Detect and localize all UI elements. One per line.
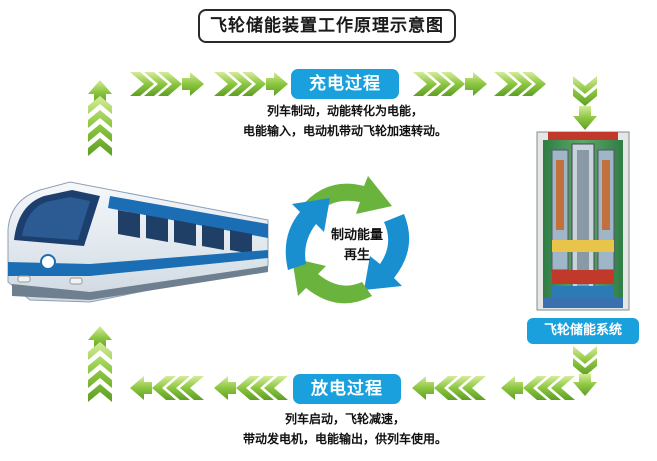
chevron-arrow-icon bbox=[412, 376, 486, 400]
discharge-description-line1: 列车启动，飞轮减速， bbox=[284, 412, 405, 426]
chevron-arrow-icon bbox=[494, 72, 546, 96]
charge-process-label: 充电过程 bbox=[291, 69, 399, 99]
charge-description-line2: 电能输入，电动机带动飞轮加速转动。 bbox=[242, 124, 447, 138]
chevron-arrow-icon bbox=[573, 76, 597, 130]
chevron-arrow-icon bbox=[88, 326, 112, 402]
discharge-description: 列车启动，飞轮减速， 带动发电机，电能输出，供列车使用。 bbox=[205, 409, 485, 449]
discharge-process-label: 放电过程 bbox=[293, 374, 401, 404]
center-cycle-label: 制动能量 再生 bbox=[317, 226, 397, 266]
charge-description: 列车制动，动能转化为电能， 电能输入，电动机带动飞轮加速转动。 bbox=[205, 101, 485, 141]
chevron-arrow-icon bbox=[88, 80, 112, 156]
page-title: 飞轮储能装置工作原理示意图 bbox=[198, 9, 456, 43]
flywheel-system-illustration bbox=[536, 131, 630, 311]
discharge-description-line2: 带动发电机，电能输出，供列车使用。 bbox=[242, 432, 447, 446]
bottom-arrow-row bbox=[130, 376, 575, 400]
charge-description-line1: 列车制动，动能转化为电能， bbox=[266, 104, 423, 118]
chevron-arrow-icon bbox=[214, 72, 288, 96]
chevron-arrow-icon bbox=[501, 376, 575, 400]
cycle-arrows-icon bbox=[285, 176, 410, 304]
train-illustration bbox=[7, 181, 269, 303]
chevron-arrow-icon bbox=[130, 376, 204, 400]
chevron-arrow-icon bbox=[214, 376, 288, 400]
chevron-arrow-icon bbox=[130, 72, 204, 96]
top-arrow-row bbox=[130, 72, 546, 96]
center-label-line2: 再生 bbox=[343, 248, 370, 263]
flywheel-system-label: 飞轮储能系统 bbox=[527, 318, 639, 344]
chevron-arrow-icon bbox=[413, 72, 487, 96]
chevron-arrow-icon bbox=[573, 346, 597, 396]
center-label-line1: 制动能量 bbox=[330, 228, 383, 243]
